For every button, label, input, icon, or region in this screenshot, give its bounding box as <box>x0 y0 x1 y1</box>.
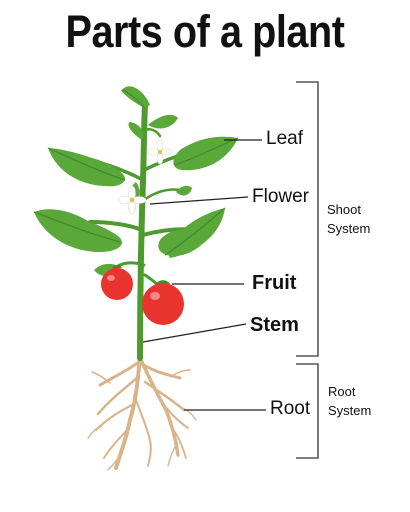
flower-pointer <box>149 196 249 205</box>
leaf-top-right <box>148 114 178 129</box>
leaf-top-left <box>128 122 144 140</box>
diagram-title: Parts of a plant <box>65 6 345 57</box>
root-bracket <box>296 363 319 459</box>
leaf-upper-left <box>48 148 126 187</box>
label-leaf: Leaf <box>266 128 303 149</box>
branches <box>88 128 207 292</box>
fruit-large <box>142 283 184 325</box>
flower-middle <box>117 185 147 215</box>
roots <box>87 353 197 471</box>
label-root: Root <box>270 398 311 419</box>
label-stem: Stem <box>250 314 299 336</box>
pointer-lines <box>142 139 266 411</box>
leaf-mid-left <box>34 209 122 252</box>
leaf-small-right <box>176 185 192 196</box>
fruit-small <box>101 268 133 300</box>
root-system-label: Root System <box>328 382 388 420</box>
stem-pointer <box>142 323 247 343</box>
shoot-system-line2: System <box>327 221 371 236</box>
flowers <box>117 139 173 215</box>
system-brackets <box>296 81 319 459</box>
leaves <box>33 86 239 276</box>
label-flower: Flower <box>252 186 310 207</box>
shoot-system-line1: Shoot <box>327 202 361 217</box>
shoot-bracket <box>296 81 319 357</box>
flower-top <box>147 139 173 165</box>
root-system-line1: Root <box>328 384 356 399</box>
root-system-line2: System <box>328 403 372 418</box>
leaf-top <box>121 86 150 108</box>
shoot-system-label: Shoot System <box>327 200 387 238</box>
label-fruit: Fruit <box>252 272 297 294</box>
fruits <box>101 265 184 325</box>
